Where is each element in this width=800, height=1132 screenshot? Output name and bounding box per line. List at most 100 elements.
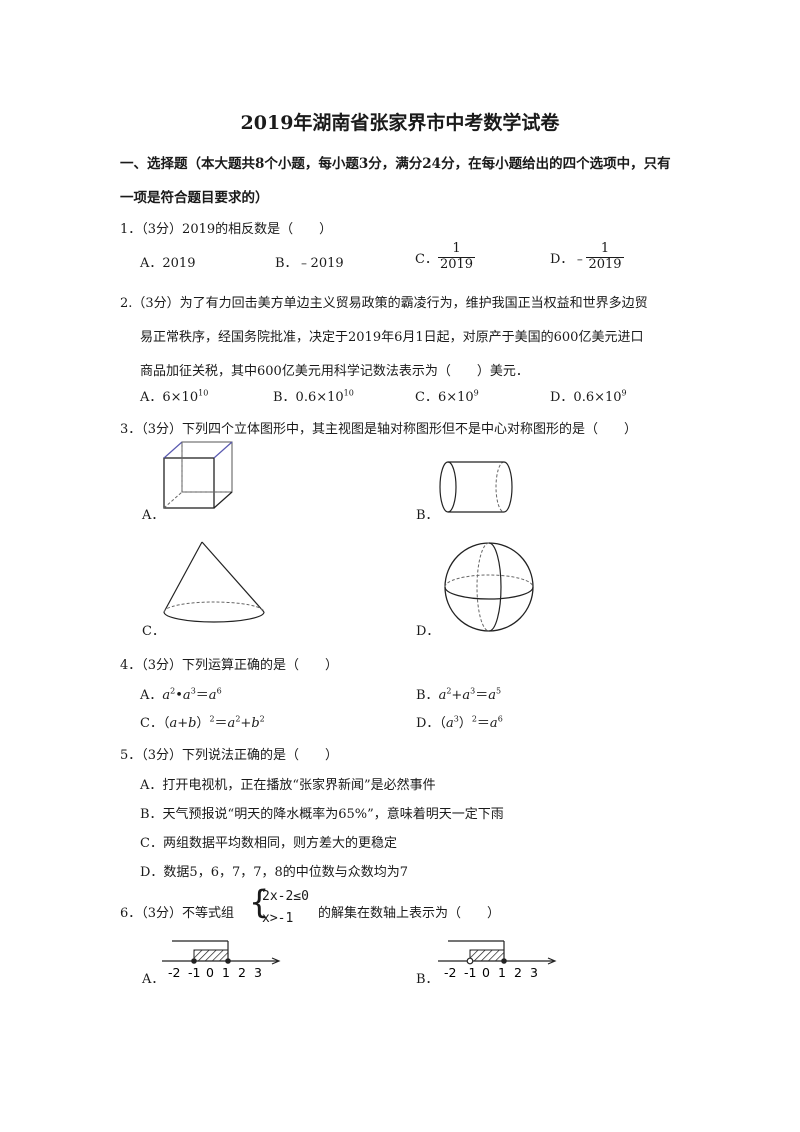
math-op: • bbox=[175, 688, 183, 703]
math-exp: 6 bbox=[497, 714, 503, 724]
tick-label: 0 bbox=[206, 965, 214, 980]
page-title: 2019年湖南省张家界市中考数学试卷 bbox=[240, 112, 560, 134]
sphere-meridian-back bbox=[476, 542, 490, 632]
math-exp: 3 bbox=[453, 714, 459, 724]
tick-labels: -2 -1 0 1 2 3 bbox=[444, 965, 538, 980]
q6-inequality-1: 2x-2≤0 bbox=[262, 889, 309, 904]
math-exp: 3 bbox=[190, 686, 196, 696]
q2-option-a: A．6×1010 bbox=[140, 386, 208, 405]
q5-option-d: D．数据5，6，7，7，8的中位数与众数均为7 bbox=[140, 865, 409, 880]
math-var: b bbox=[251, 716, 260, 731]
math-var: a bbox=[162, 688, 171, 703]
math-exp: 6 bbox=[216, 686, 222, 696]
q4-option-b: B．a2+a3＝a5 bbox=[416, 684, 501, 703]
tick-label: 2 bbox=[238, 965, 246, 980]
math-op: + bbox=[240, 716, 252, 731]
q1-c-denominator: 2019 bbox=[439, 256, 474, 272]
math-exp: 2 bbox=[259, 714, 265, 724]
q1-option-b: B．﹣2019 bbox=[275, 256, 344, 271]
cube-front-face bbox=[163, 457, 215, 509]
q2-b-exponent: 10 bbox=[343, 388, 354, 398]
q4-option-a: A．a2•a3＝a6 bbox=[140, 684, 222, 703]
tick-label: -2 bbox=[444, 965, 456, 980]
q5-option-a: A．打开电视机，正在播放“张家界新闻”是必然事件 bbox=[140, 778, 436, 793]
math-exp: 5 bbox=[495, 686, 502, 696]
option-letter: D．（ bbox=[416, 716, 446, 731]
cylinder-right-arc bbox=[503, 461, 513, 513]
sphere-equator-front bbox=[444, 586, 534, 600]
q3-option-a: A． bbox=[142, 508, 165, 523]
cube-edge bbox=[213, 491, 233, 509]
math-var: a bbox=[445, 716, 454, 731]
q4-stem: 4．（3分）下列运算正确的是（ ） bbox=[120, 658, 339, 673]
q1-option-d-prefix: D．﹣ bbox=[550, 251, 587, 267]
tick-label: -1 bbox=[188, 965, 200, 980]
q6-option-b: B． bbox=[416, 972, 439, 987]
q6-stem-suffix: 的解集在数轴上表示为（ ） bbox=[318, 906, 501, 921]
math-exp: 2 bbox=[471, 714, 477, 724]
cone-base-front bbox=[163, 611, 265, 623]
cube-hidden-edge bbox=[163, 491, 183, 509]
q1-option-a: A．2019 bbox=[140, 256, 196, 271]
cube-edge bbox=[213, 441, 233, 459]
number-line-b: -2 -1 0 1 2 3 bbox=[438, 940, 557, 980]
q2-a-exponent: 10 bbox=[198, 388, 209, 398]
q2-line1: 2.（3分）为了有力回击美方单边主义贸易政策的霸凌行为，维护我国正当权益和世界多… bbox=[120, 296, 648, 311]
math-exp: 2 bbox=[209, 714, 215, 724]
cylinder-icon bbox=[439, 461, 513, 513]
tick-label: 1 bbox=[222, 965, 230, 980]
tick-label: -1 bbox=[464, 965, 476, 980]
section-heading-line1: 一、选择题（本大题共8个小题，每小题3分，满分24分，在每小题给出的四个选项中，… bbox=[120, 156, 671, 172]
q5-option-b: B．天气预报说“明天的降水概率为65%”，意味着明天一定下雨 bbox=[140, 807, 504, 822]
q2-option-c: C．6×109 bbox=[415, 386, 479, 405]
math-op: + bbox=[451, 688, 463, 703]
arrow-right-icon bbox=[271, 957, 281, 965]
math-var: a bbox=[438, 688, 447, 703]
endpoint-dot-right bbox=[501, 958, 507, 964]
q3-option-c: C． bbox=[142, 624, 165, 639]
tick-label: 0 bbox=[482, 965, 490, 980]
q2-option-d: D．0.6×109 bbox=[550, 386, 627, 405]
q2-c-exponent: 9 bbox=[473, 388, 479, 398]
q1-c-numerator: 1 bbox=[437, 241, 476, 258]
math-exp: 3 bbox=[470, 686, 476, 696]
q3-option-b: B． bbox=[416, 508, 439, 523]
math-op: ＝ bbox=[475, 688, 489, 703]
cube-edge bbox=[163, 441, 183, 459]
tick-label: 1 bbox=[498, 965, 506, 980]
math-var: a bbox=[227, 716, 236, 731]
math-op: ＝ bbox=[214, 716, 228, 731]
math-var: a bbox=[208, 688, 217, 703]
math-var: a bbox=[488, 688, 496, 703]
q6-option-a: A． bbox=[142, 972, 165, 987]
math-var: a bbox=[489, 716, 498, 731]
endpoint-circle-open bbox=[466, 957, 474, 965]
q2-line3: 商品加征关税，其中600亿美元用科学记数法表示为（ ）美元． bbox=[140, 364, 529, 379]
q3-option-d: D． bbox=[416, 624, 440, 639]
q6-inequality-2: x>-1 bbox=[262, 911, 294, 926]
cube-icon bbox=[163, 441, 233, 509]
math-op: ） bbox=[458, 716, 472, 731]
arrow-right-icon bbox=[547, 957, 557, 965]
sphere-icon bbox=[444, 542, 534, 632]
q2-c-base: C．6×10 bbox=[415, 390, 474, 405]
q4-option-d: D．（a3）2＝a6 bbox=[416, 712, 503, 731]
solution-shaded-region bbox=[193, 949, 229, 962]
left-brace-icon: { bbox=[249, 883, 270, 921]
cone-right-edge bbox=[201, 541, 265, 613]
cone-left-edge bbox=[163, 541, 203, 613]
q3-stem: 3．（3分）下列四个立体图形中，其主视图是轴对称图形但不是中心对称图形的是（ ） bbox=[120, 422, 638, 437]
cylinder-left-face bbox=[439, 461, 457, 513]
q2-a-base: A．6×10 bbox=[140, 390, 199, 405]
tick-label: 3 bbox=[254, 965, 262, 980]
sphere-outline bbox=[444, 542, 534, 632]
tick-label: 2 bbox=[514, 965, 522, 980]
sphere-meridian-front bbox=[488, 542, 502, 632]
q1-d-denominator: 2019 bbox=[588, 256, 622, 272]
tick-labels: -2 -1 0 1 2 3 bbox=[168, 965, 262, 980]
solution-shaded-region bbox=[469, 949, 505, 962]
math-exp: 2 bbox=[235, 714, 241, 724]
